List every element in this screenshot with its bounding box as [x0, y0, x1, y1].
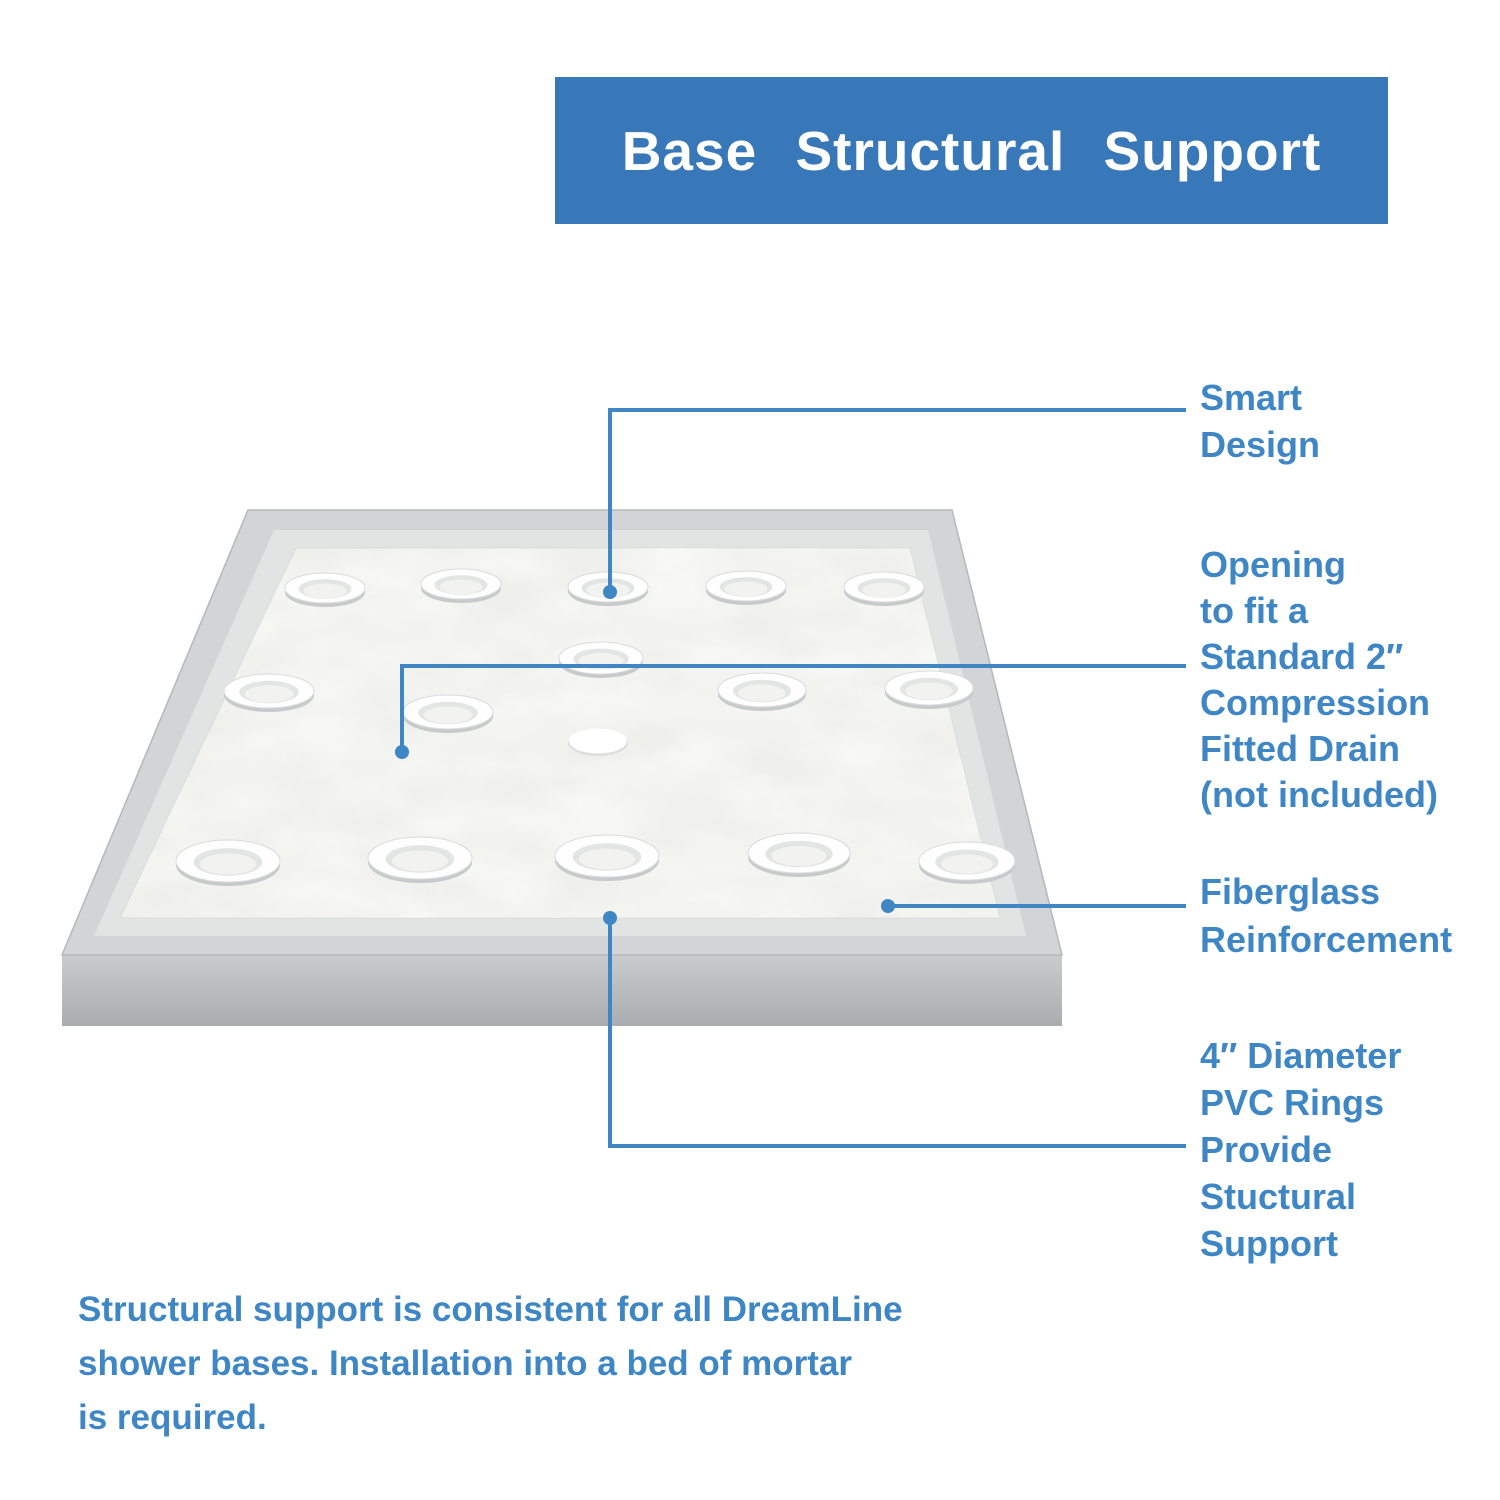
- label-line: Fitted Drain: [1200, 728, 1401, 769]
- pvc-ring: [558, 641, 644, 678]
- pvc-ring: [705, 570, 787, 605]
- title-banner: Base Structural Support: [555, 77, 1388, 224]
- footer-line: Structural support is consistent for all…: [78, 1290, 903, 1329]
- footer-line: is required.: [78, 1398, 267, 1437]
- pvc-ring: [747, 832, 851, 877]
- label-line: 4″ Diameter: [1200, 1035, 1402, 1076]
- label-line: to fit a: [1200, 590, 1308, 631]
- callout-line-smart-design: [603, 408, 1186, 599]
- callout-line-pvc-rings: [603, 911, 1186, 1148]
- pvc-ring: [284, 572, 366, 607]
- label-line: Reinforcement: [1200, 919, 1453, 960]
- pvc-ring: [554, 834, 660, 881]
- pvc-ring: [717, 672, 807, 711]
- label-line: Standard 2″: [1200, 636, 1404, 677]
- label-line: Design: [1200, 424, 1321, 465]
- pvc-ring: [918, 841, 1016, 884]
- label-line: Compression: [1200, 682, 1431, 723]
- label-line: Stuctural: [1200, 1176, 1357, 1217]
- label-line: Opening: [1200, 544, 1346, 585]
- pvc-ring: [402, 694, 494, 733]
- pvc-ring: [843, 571, 925, 606]
- pvc-ring: [884, 670, 974, 709]
- callout-label-drain-opening: Opening to fit a Standard 2″ Compression…: [1200, 542, 1438, 818]
- callout-anchor-dot: [603, 585, 617, 599]
- callout-label-smart-design: Smart Design: [1200, 374, 1320, 468]
- pvc-ring: [175, 839, 281, 886]
- callout-label-fiberglass: Fiberglass Reinforcement: [1200, 868, 1452, 964]
- pvc-ring: [223, 673, 315, 712]
- callout-lines-layer: [395, 408, 1186, 1148]
- label-line: Support: [1200, 1223, 1338, 1264]
- drain-opening-hole: [568, 728, 628, 756]
- label-line: PVC Rings: [1200, 1082, 1385, 1123]
- pvc-ring: [420, 568, 502, 603]
- pvc-ring: [367, 836, 473, 883]
- label-line: Fiberglass: [1200, 871, 1381, 912]
- callout-anchor-dot: [881, 899, 895, 913]
- footer-line: shower bases. Installation into a bed of…: [78, 1344, 853, 1383]
- label-line: Smart: [1200, 377, 1303, 418]
- pvc-rings-layer: [175, 568, 1016, 886]
- callout-anchor-dot: [395, 745, 409, 759]
- footer-note: Structural support is consistent for all…: [78, 1283, 903, 1445]
- label-line: Provide: [1200, 1129, 1333, 1170]
- tray-front-face: [62, 955, 1062, 1026]
- callout-label-pvc-rings: 4″ Diameter PVC Rings Provide Stuctural …: [1200, 1032, 1401, 1267]
- tray-floor-fiberglass-texture: [120, 548, 1000, 918]
- callout-line-fiberglass: [881, 899, 1186, 913]
- callout-anchor-dot: [603, 911, 617, 925]
- label-line: (not included): [1200, 774, 1438, 815]
- callout-line-drain-opening: [395, 664, 1186, 759]
- page-title: Base Structural Support: [621, 119, 1322, 182]
